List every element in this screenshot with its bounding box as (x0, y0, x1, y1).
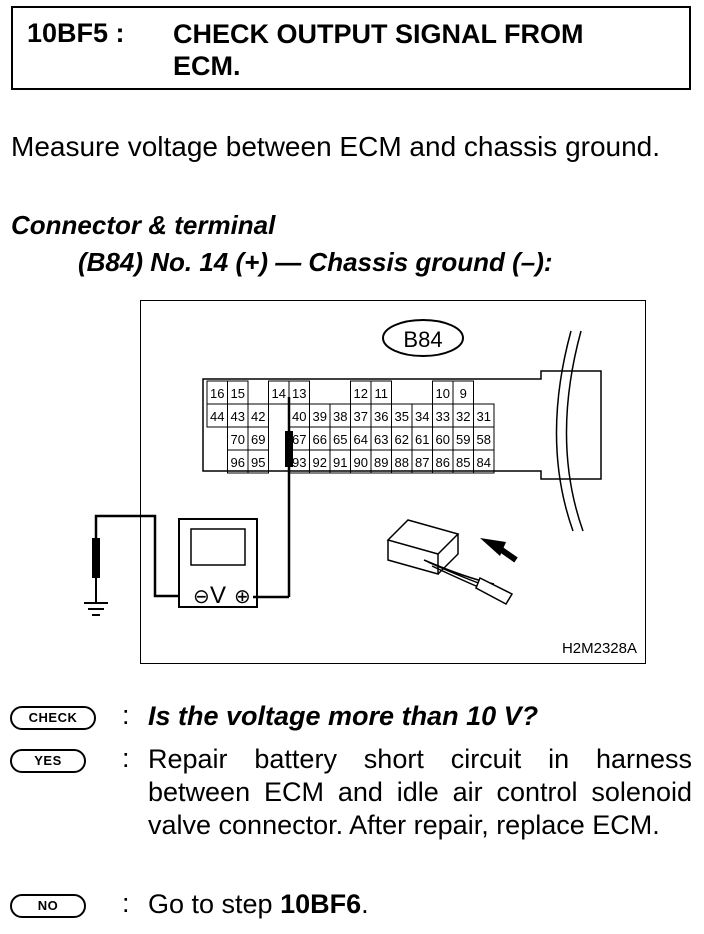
terminal-number: 86 (436, 455, 450, 470)
no-text-suffix: . (361, 889, 369, 919)
minus-terminal-symbol: ⊖ (193, 586, 210, 608)
no-colon: : (122, 888, 130, 918)
terminal-number: 15 (231, 386, 245, 401)
terminal-number: 87 (415, 455, 429, 470)
terminal-number: 33 (436, 409, 450, 424)
step-title-box: 10BF5 : CHECK OUTPUT SIGNAL FROM ECM. (11, 6, 691, 90)
terminal-cell (269, 404, 290, 427)
terminal-number: 64 (354, 432, 368, 447)
connector-name-label: B84 (403, 327, 442, 352)
no-step-link: 10BF6 (280, 889, 362, 919)
step-title-line2: ECM. (173, 51, 241, 81)
terminal-number: 43 (231, 409, 245, 424)
terminal-number: 88 (395, 455, 409, 470)
connector-terminal-value: (B84) No. 14 (+) — Chassis ground (–): (78, 247, 553, 277)
terminal-number: 96 (231, 455, 245, 470)
probe-tip (285, 431, 293, 467)
terminal-cell (473, 449, 495, 474)
terminal-cell (412, 381, 433, 404)
terminal-number: 31 (477, 409, 491, 424)
terminal-cell (248, 381, 269, 404)
terminal-number: 85 (456, 455, 470, 470)
terminal-number: 12 (354, 386, 368, 401)
voltmeter-symbol: V (210, 582, 226, 609)
terminal-number: 16 (210, 386, 224, 401)
terminal-number: 14 (272, 386, 286, 401)
terminal-number: 61 (415, 432, 429, 447)
connector-terminal-label: Connector & terminal (11, 210, 276, 240)
harness-lines (555, 330, 584, 532)
terminal-number: 32 (456, 409, 470, 424)
terminal-number: 63 (374, 432, 388, 447)
connector-body (202, 370, 602, 480)
check-badge: CHECK (10, 706, 96, 730)
ground-probe (92, 538, 100, 578)
terminal-cell (392, 381, 413, 404)
terminal-number: 35 (395, 409, 409, 424)
terminal-number: 58 (477, 432, 491, 447)
wiring-diagram: B84 16 15 14 13 12 11 10 9 44 43 42 40 39 38 37 36 35 34 3… (178, 319, 602, 609)
terminal-number: 95 (251, 455, 265, 470)
terminal-number: 84 (477, 455, 491, 470)
wiring-figure: B84 16 15 14 13 12 11 10 9 44 43 42 40 39 38 37 36 35 34 3… (140, 300, 646, 664)
terminal-number: 10 (436, 386, 450, 401)
instruction-text: Measure voltage between ECM and chassis … (11, 131, 661, 162)
step-title-line1: CHECK OUTPUT SIGNAL FROM (173, 19, 584, 49)
step-id: 10BF5 : (27, 18, 125, 48)
terminal-number: 92 (313, 455, 327, 470)
terminal-number: 66 (313, 432, 327, 447)
terminal-number: 13 (292, 386, 306, 401)
connector-label-oval (382, 319, 464, 357)
terminal-grid: 16 15 14 13 12 11 10 9 44 43 42 40 39 38 37 36 35 34 33 32 3… (206, 380, 495, 474)
terminal-number: 34 (415, 409, 429, 424)
terminal-cell (330, 381, 351, 404)
terminal-number: 65 (333, 432, 347, 447)
terminal-number: 69 (251, 432, 265, 447)
terminal-number: 93 (292, 455, 306, 470)
terminal-number: 39 (313, 409, 327, 424)
plus-terminal-symbol: ⊕ (234, 586, 251, 608)
terminal-number: 38 (333, 409, 347, 424)
terminal-number: 91 (333, 455, 347, 470)
terminal-number: 37 (354, 409, 368, 424)
terminal-number: 36 (374, 409, 388, 424)
no-text-prefix: Go to step (148, 889, 281, 919)
terminal-number: 9 (460, 386, 467, 401)
figure-code: H2M2328A (561, 640, 637, 657)
check-colon: : (122, 700, 130, 730)
terminal-number: 59 (456, 432, 470, 447)
step-title: CHECK OUTPUT SIGNAL FROM ECM. (173, 18, 673, 82)
terminal-number: 60 (436, 432, 450, 447)
terminal-number: 44 (210, 409, 224, 424)
terminal-number: 70 (231, 432, 245, 447)
terminal-number: 62 (395, 432, 409, 447)
terminal-number: 67 (292, 432, 306, 447)
terminal-number: 42 (251, 409, 265, 424)
terminal-cell (247, 449, 269, 474)
yes-colon: : (122, 743, 130, 773)
voltmeter-display (190, 528, 246, 566)
terminal-number: 90 (354, 455, 368, 470)
terminal-number: 40 (292, 409, 306, 424)
terminal-cell (310, 381, 331, 404)
no-text: Go to step 10BF6. (148, 888, 692, 921)
yes-badge: YES (10, 749, 86, 773)
terminal-number: 11 (375, 386, 389, 401)
yes-text: Repair battery short circuit in harness … (148, 744, 692, 840)
terminal-number: 89 (374, 455, 388, 470)
no-badge: NO (10, 894, 86, 918)
check-text: Is the voltage more than 10 V? (148, 701, 539, 731)
